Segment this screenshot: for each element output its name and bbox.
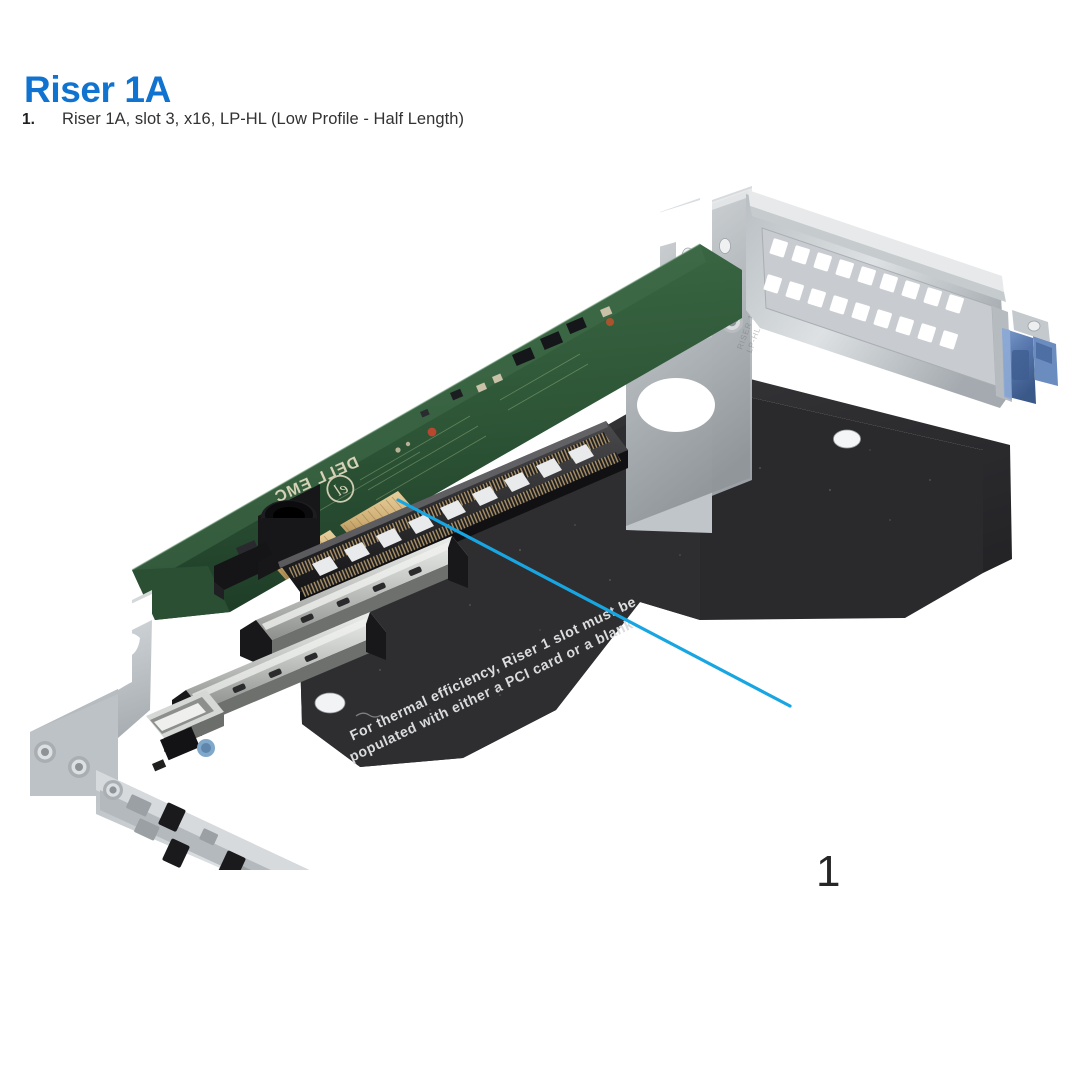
connector-vents-b <box>232 652 318 693</box>
pcb-components <box>395 306 614 453</box>
caption-number: 1. <box>22 111 35 128</box>
bracket-large-cutout <box>637 378 715 432</box>
riser-illustration: populated with either a PCI card or a bl… <box>30 186 1058 870</box>
secondary-connectors <box>172 536 468 736</box>
blue-release-latch[interactable] <box>1002 310 1058 404</box>
latch-pivot-hole <box>1027 320 1041 332</box>
front-bracket-screw-left <box>103 780 123 800</box>
caption-text: Riser 1A, slot 3, x16, LP-HL (Low Profil… <box>62 110 465 128</box>
page-title: Riser 1A <box>24 68 171 110</box>
bracket-hole-lower <box>314 692 346 714</box>
pcb-traces <box>299 353 589 523</box>
bracket-hole-right <box>833 429 861 449</box>
vented-filler-bracket <box>746 190 1012 408</box>
pcie-slot-keys <box>312 444 594 576</box>
vent-slots <box>763 238 964 350</box>
callout-label-1: 1 <box>816 847 841 896</box>
connector-vents-a <box>300 566 422 623</box>
black-guide-post <box>214 484 320 600</box>
front-io-bracket <box>96 770 310 870</box>
riser-assembly-figure: populated with either a PCI card or a bl… <box>0 150 1080 894</box>
callout-1 <box>396 498 792 708</box>
callout-leader-line-1 <box>396 498 792 708</box>
pcb-bottom-components <box>151 726 215 772</box>
bracket-engraving <box>355 712 382 718</box>
figure-caption: 1. Riser 1A, slot 3, x16, LP-HL (Low Pro… <box>22 110 464 130</box>
bracket-texture <box>379 449 931 711</box>
left-rear-bracket <box>30 590 152 796</box>
left-bracket-screws <box>34 741 90 778</box>
bracket-clips <box>158 802 246 870</box>
